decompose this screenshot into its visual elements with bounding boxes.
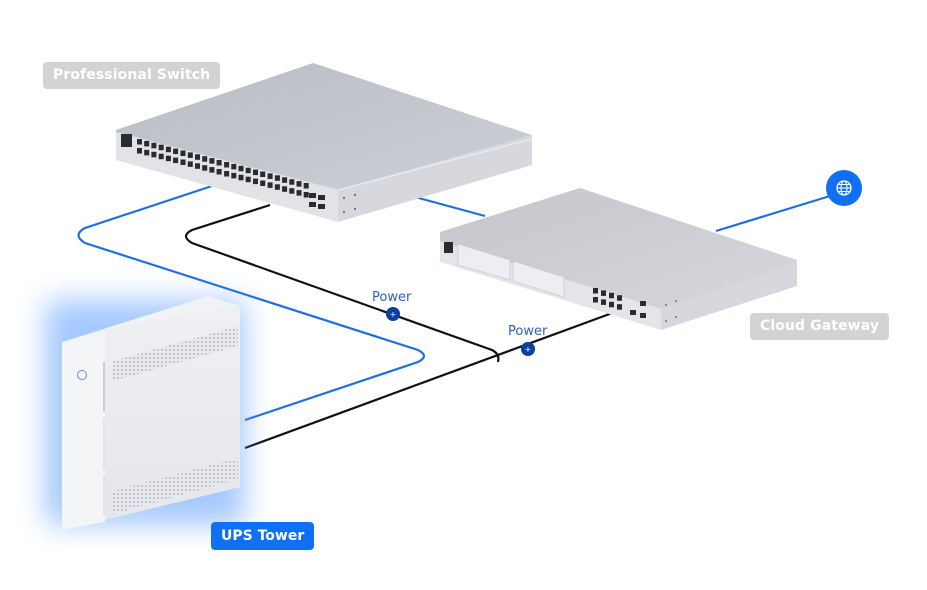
- globe-icon: [836, 180, 852, 196]
- drive-bay-2: [512, 260, 565, 298]
- switch-port: [165, 146, 171, 153]
- switch-port: [296, 181, 302, 187]
- internet-globe-button[interactable]: [826, 170, 862, 206]
- switch-port: [180, 159, 186, 165]
- switch-port: [165, 155, 171, 162]
- switch-port: [231, 163, 237, 170]
- svg-text:+: +: [525, 345, 532, 354]
- ups-power-button[interactable]: [77, 370, 87, 380]
- switch-port: [144, 140, 150, 147]
- switch-port: [253, 169, 258, 176]
- gateway-port: [601, 290, 606, 296]
- switch-port: [282, 186, 288, 192]
- switch-port: [151, 142, 157, 149]
- gateway-port: [617, 295, 622, 301]
- gateway-port: [601, 299, 606, 305]
- switch-port: [296, 190, 302, 196]
- switch-port: [151, 151, 157, 158]
- gateway-ports: [593, 288, 622, 310]
- switch-port: [238, 165, 244, 172]
- power-label-2: Power: [508, 324, 548, 339]
- switch-port: [245, 167, 251, 174]
- switch-port: [267, 182, 273, 188]
- svg-text:+: +: [390, 310, 397, 319]
- cloud-gateway[interactable]: [440, 188, 797, 330]
- switch-port: [144, 149, 150, 156]
- switch-port: [245, 176, 251, 183]
- data-cable-gateway-internet: [715, 194, 831, 233]
- switch-port: [289, 179, 295, 185]
- ups-tower[interactable]: [45, 296, 245, 530]
- switch-port: [202, 156, 208, 162]
- data-cable-switch-ups: [77, 183, 426, 422]
- switch-port: [216, 169, 222, 175]
- ups-label[interactable]: UPS Tower: [211, 522, 315, 550]
- power-marker-2: +: [521, 342, 535, 356]
- gateway-console-port: [444, 242, 453, 253]
- gateway-port: [593, 288, 598, 294]
- gateway-port: [609, 301, 614, 308]
- switch-port: [173, 148, 179, 155]
- drive-bay-1: [457, 243, 511, 281]
- gateway-port: [593, 297, 598, 303]
- switch-label[interactable]: Professional Switch: [43, 62, 221, 89]
- power-label-1: Power: [372, 290, 412, 305]
- switch-port: [209, 167, 215, 173]
- switch-port: [158, 144, 164, 151]
- switch-port: [282, 177, 288, 183]
- switch-port: [303, 192, 309, 198]
- gateway-label[interactable]: Cloud Gateway: [750, 313, 890, 340]
- switch-port: [274, 175, 280, 181]
- switch-port: [187, 161, 193, 167]
- ups-vent-top: [113, 326, 238, 381]
- switch-port: [137, 139, 142, 145]
- power-cable-gateway: [244, 310, 616, 450]
- switch-port: [289, 188, 295, 194]
- data-cable-switch-gateway: [414, 195, 486, 218]
- switch-port: [187, 152, 193, 158]
- switch-port: [238, 174, 244, 181]
- power-marker-1: +: [386, 307, 400, 321]
- switch-port: [253, 178, 258, 185]
- switch-port: [209, 158, 215, 164]
- switch-port: [260, 171, 266, 177]
- switch-port: [303, 183, 309, 189]
- switch-port: [216, 160, 222, 166]
- ups-vent-bottom: [113, 458, 238, 514]
- switch-port: [267, 173, 273, 179]
- switch-port: [137, 148, 142, 154]
- switch-port: [180, 150, 186, 156]
- power-cable-switch: [184, 203, 500, 363]
- switch-sfp-ports: [309, 193, 325, 209]
- switch-port: [202, 165, 208, 171]
- switch-port: [260, 180, 266, 186]
- switch-ports: [137, 139, 309, 198]
- switch-port: [231, 172, 237, 179]
- console-port: [121, 134, 132, 147]
- professional-switch[interactable]: [116, 63, 533, 222]
- switch-port: [274, 184, 280, 190]
- switch-port: [158, 153, 164, 160]
- gateway-port: [609, 292, 614, 299]
- switch-port: [195, 154, 200, 160]
- gateway-port: [617, 304, 622, 310]
- switch-port: [195, 163, 200, 169]
- switch-port: [224, 162, 230, 168]
- switch-port: [173, 157, 179, 164]
- switch-port: [224, 171, 230, 177]
